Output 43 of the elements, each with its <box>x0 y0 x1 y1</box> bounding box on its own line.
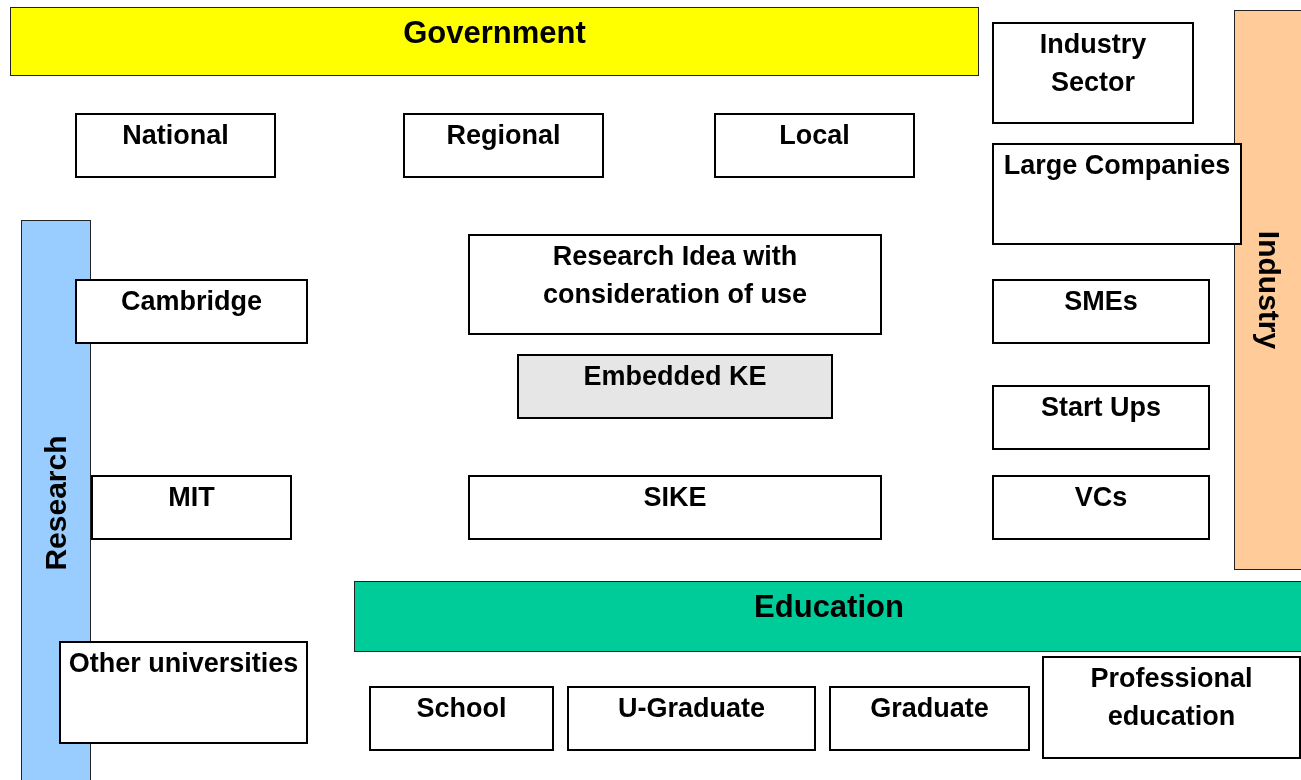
node-label: Industry <box>1252 230 1287 350</box>
label-box <box>992 143 1242 245</box>
sector-band <box>1234 10 1301 570</box>
node-label: Start Ups <box>1041 391 1161 424</box>
node-label: SIKE <box>643 481 707 514</box>
node-label: Industry Sector <box>1038 28 1148 99</box>
node-label: Government <box>403 14 586 52</box>
label-box <box>992 279 1210 344</box>
node-label: U-Graduate <box>618 692 765 725</box>
label-box <box>403 113 604 178</box>
label-box <box>992 22 1194 124</box>
sector-band <box>354 581 1301 652</box>
label-box <box>992 385 1210 450</box>
label-box <box>1042 656 1301 759</box>
node-label: Research <box>38 434 73 571</box>
node-label: Cambridge <box>121 285 262 318</box>
node-label: SMEs <box>1064 285 1138 318</box>
label-box <box>59 641 308 744</box>
node-label: School <box>416 692 507 725</box>
label-box <box>369 686 554 751</box>
label-box <box>992 475 1210 540</box>
label-box <box>517 354 833 419</box>
node-label: National <box>122 119 229 152</box>
node-label: Professional education <box>1089 662 1254 733</box>
label-box <box>468 475 882 540</box>
node-label: Other universities <box>68 647 299 680</box>
label-box <box>75 279 308 344</box>
label-box <box>75 113 276 178</box>
node-label: Graduate <box>870 692 989 725</box>
node-label: Regional <box>446 119 561 152</box>
label-box <box>567 686 816 751</box>
node-label: Large Companies <box>1003 149 1231 182</box>
sector-band <box>10 7 979 76</box>
label-box <box>91 475 292 540</box>
node-label: VCs <box>1074 481 1128 514</box>
node-label: Embedded KE <box>583 360 767 393</box>
label-box <box>714 113 915 178</box>
label-box <box>829 686 1030 751</box>
node-label: Education <box>754 588 904 626</box>
node-label: Local <box>779 119 850 152</box>
label-box <box>468 234 882 335</box>
node-label: Research Idea with consideration of use <box>541 240 808 311</box>
node-label: MIT <box>168 481 215 514</box>
